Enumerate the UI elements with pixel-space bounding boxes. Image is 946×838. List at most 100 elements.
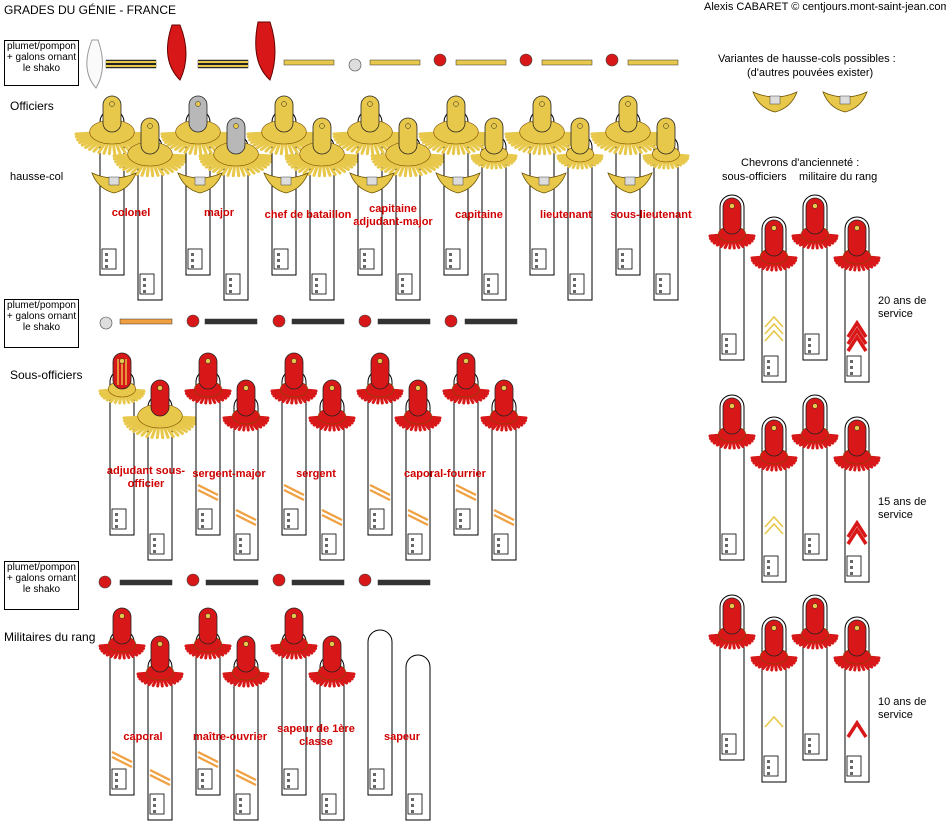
button: [143, 284, 146, 287]
sleeve-stripe: [321, 509, 343, 521]
red-plume: [167, 24, 187, 81]
sleeve-stripe: [197, 489, 219, 501]
epaulette-button: [157, 641, 163, 647]
shako-galon: [119, 579, 173, 586]
epaulette-strap: [226, 117, 246, 155]
button: [808, 344, 811, 347]
buttonhole-plate: [369, 508, 385, 530]
buttonhole-plate: [531, 248, 547, 270]
epaulette-button: [377, 358, 383, 364]
sleeve-stripe: [197, 484, 219, 496]
buttonhole-plate: [101, 248, 117, 270]
shako-galon: [464, 318, 518, 325]
buttonhole-plate: [569, 273, 585, 295]
button: [191, 265, 194, 268]
gorget-variants-subtitle: (d'autres pouvées exister): [747, 67, 874, 79]
button: [725, 538, 728, 541]
epaulette-strap: [284, 352, 304, 390]
button: [497, 538, 500, 541]
button: [487, 278, 490, 281]
button: [287, 785, 290, 788]
button: [487, 284, 490, 287]
epaulette-button: [281, 101, 287, 107]
button: [325, 550, 328, 553]
shako-box-officers: plumet/pompon + galons ornant le shako: [4, 40, 79, 86]
button: [143, 278, 146, 281]
buttonhole-plate: [655, 273, 671, 295]
rank-label-sapeur: sapeur: [383, 731, 421, 743]
buttonhole-plate: [483, 273, 499, 295]
button: [105, 265, 108, 268]
button: [239, 550, 242, 553]
rank-label-major: major: [204, 207, 234, 219]
button: [201, 513, 204, 516]
button: [239, 810, 242, 813]
button: [287, 773, 290, 776]
sleeve-stripe: [455, 484, 477, 496]
button: [105, 253, 108, 256]
epaulette-strap: [805, 197, 825, 235]
epaulette-strap: [322, 379, 342, 417]
shako-box-nco: plumet/pompon + galons ornant le shako: [4, 299, 79, 348]
button: [850, 372, 853, 375]
button: [277, 265, 280, 268]
shako-box-rank: plumet/pompon + galons ornant le shako: [4, 561, 79, 610]
buttonhole-plate: [397, 273, 413, 295]
pompon: [98, 575, 112, 589]
buttonhole-plate: [283, 508, 299, 530]
button: [850, 760, 853, 763]
buttonhole-plate: [369, 768, 385, 790]
shako-box-label: plumet/pompon + galons ornant le shako: [6, 300, 77, 333]
buttonhole-plate: [846, 555, 862, 577]
epaulette-strap: [764, 419, 784, 457]
sleeve-stripe: [235, 509, 257, 521]
epaulette-button: [771, 225, 777, 231]
shako-galon-stripe: [106, 65, 156, 67]
button: [850, 572, 853, 575]
epaulette-button: [812, 203, 818, 209]
epaulette-button: [415, 385, 421, 391]
epaulette-button: [291, 358, 297, 364]
epaulette-button: [233, 123, 239, 129]
button: [459, 513, 462, 516]
epaulette-strap: [398, 117, 418, 155]
epaulette-strap: [722, 597, 742, 635]
button: [325, 804, 328, 807]
button: [201, 785, 204, 788]
button: [459, 525, 462, 528]
button: [115, 779, 118, 782]
shako-galon: [119, 318, 173, 325]
shako-galon: [291, 579, 345, 586]
epaulette-button: [539, 101, 545, 107]
button: [659, 278, 662, 281]
button: [191, 253, 194, 256]
epaulette-strap: [764, 619, 784, 657]
button: [497, 544, 500, 547]
button: [325, 538, 328, 541]
epaulette-strap: [312, 117, 332, 155]
button: [808, 544, 811, 547]
shako-galon: [283, 59, 335, 66]
button: [621, 265, 624, 268]
epaulette-button: [854, 225, 860, 231]
epaulette-button: [243, 385, 249, 391]
sleeve-stripe: [369, 489, 391, 501]
epaulette-strap: [150, 379, 170, 417]
pompon: [272, 573, 286, 587]
button: [659, 290, 662, 293]
page-title: GRADES DU GÉNIE - FRANCE: [4, 3, 177, 17]
buttonhole-plate: [235, 793, 251, 815]
epaulette-strap: [722, 397, 742, 435]
buttonhole-plate: [455, 508, 471, 530]
button: [277, 253, 280, 256]
shako-galon: [541, 59, 593, 66]
epaulette-button: [205, 358, 211, 364]
button: [105, 259, 108, 262]
epaulette-strap: [236, 379, 256, 417]
gorget-eagle: [452, 176, 464, 186]
pompon: [605, 53, 619, 67]
button: [573, 278, 576, 281]
button: [373, 513, 376, 516]
button: [411, 810, 414, 813]
shako-galon: [205, 579, 259, 586]
